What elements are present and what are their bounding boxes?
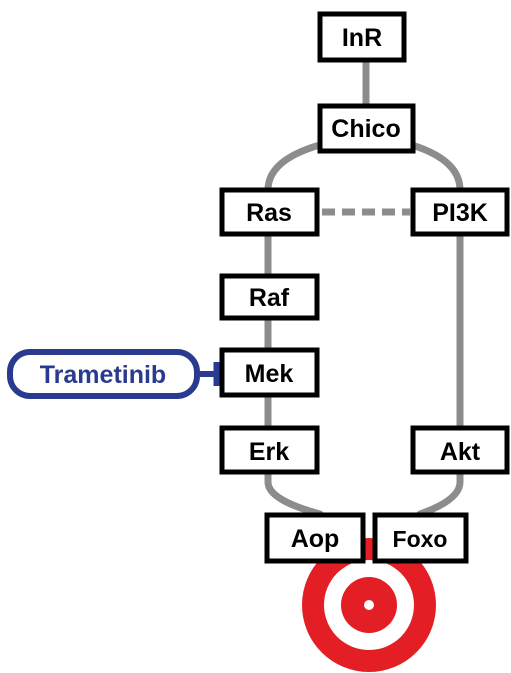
node-mek-label: Mek [245,360,294,388]
node-aop: Aop [264,512,366,564]
inhibition-arrow [200,362,221,386]
node-erk-label: Erk [249,438,289,466]
node-akt-label: Akt [440,438,481,466]
node-inr-label: InR [342,24,382,52]
node-akt: Akt [410,425,510,475]
trametinib-label: Trametinib [40,361,166,389]
trametinib-drug-label: Trametinib [7,349,200,399]
node-aop-label: Aop [291,525,340,553]
node-chico-label: Chico [331,115,400,143]
node-pi3k: PI3K [410,187,510,237]
node-erk: Erk [219,425,320,475]
node-ras: Ras [219,187,320,237]
pathway-edges [264,58,464,518]
node-mek: Mek [219,347,320,398]
target-bullseye-icon [302,538,436,672]
node-raf: Raf [219,273,320,321]
node-raf-label: Raf [249,284,290,312]
edge-erk-aop [264,468,324,518]
node-ras-label: Ras [246,199,292,227]
node-chico: Chico [317,103,416,154]
node-foxo-label: Foxo [393,526,448,552]
node-foxo: Foxo [372,512,469,564]
node-pi3k-label: PI3K [432,199,488,227]
edge-akt-foxo [416,468,464,518]
node-inr: InR [317,11,407,63]
edge-chico-ras [264,139,331,194]
